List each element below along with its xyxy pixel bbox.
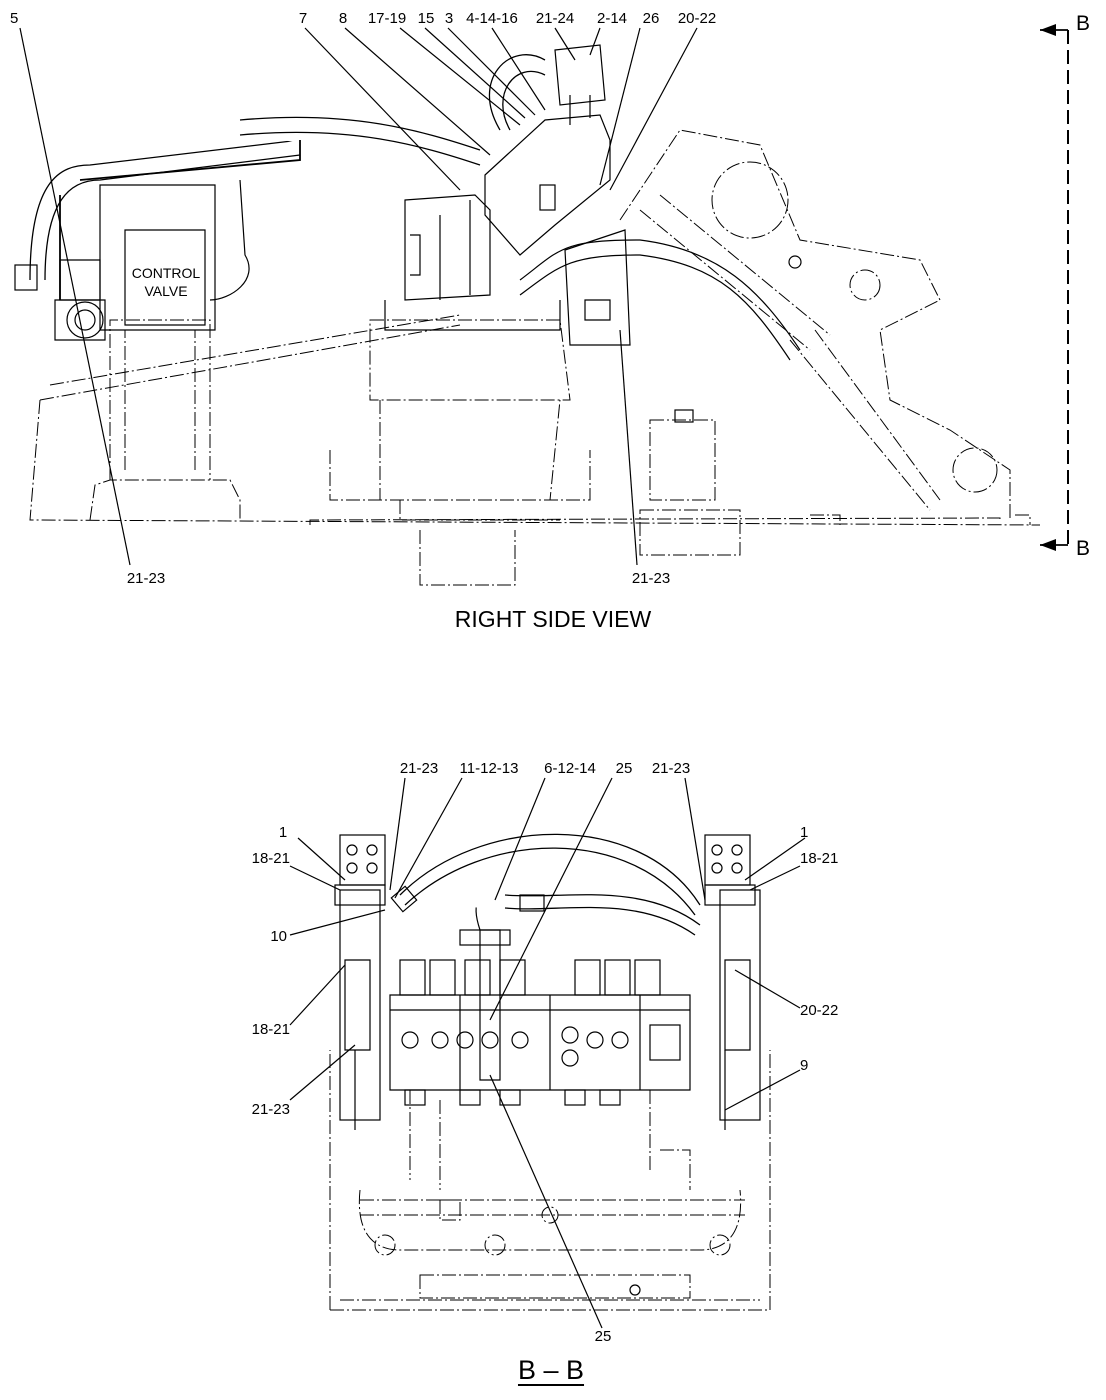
callout-bb-18-21-right: 18-21 — [800, 850, 839, 867]
callout-15: 15 — [417, 10, 435, 27]
callout-2-14: 2-14 — [596, 10, 628, 27]
callout-bb-21-23-b: 21-23 — [651, 760, 691, 777]
right-side-view-drawing — [14, 24, 1069, 586]
control-valve-label-line2: VALVE — [144, 283, 188, 299]
callout-bb-18-21-left-bottom: 18-21 — [251, 1021, 290, 1038]
callout-21-23-right: 21-23 — [631, 570, 671, 587]
callout-bb-6-12-14: 6-12-14 — [544, 760, 596, 777]
callout-3: 3 — [444, 10, 454, 27]
callout-21-24: 21-24 — [535, 10, 575, 27]
callout-bb-18-21-left-top: 18-21 — [251, 850, 290, 867]
callout-7: 7 — [298, 10, 308, 27]
control-valve-label: CONTROL VALVE — [124, 264, 208, 300]
callout-bb-9: 9 — [800, 1057, 809, 1074]
right-side-view-title: RIGHT SIDE VIEW — [454, 606, 652, 632]
callout-8: 8 — [338, 10, 348, 27]
callout-bb-25-top: 25 — [615, 760, 633, 777]
callout-bb-1-left: 1 — [278, 824, 288, 841]
callout-bb-25-bottom: 25 — [594, 1328, 612, 1345]
callout-bb-21-23-c: 21-23 — [251, 1101, 290, 1118]
callout-17-19: 17-19 — [367, 10, 407, 27]
control-valve-label-line1: CONTROL — [131, 265, 201, 281]
callout-4-14-16: 4-14-16 — [466, 10, 518, 27]
section-bb-title: B – B — [517, 1355, 585, 1385]
callout-bb-21-23-a: 21-23 — [399, 760, 439, 777]
callout-bb-1-right: 1 — [800, 824, 809, 841]
callout-bb-10: 10 — [270, 928, 287, 945]
section-marker-bottom: B — [1076, 537, 1091, 560]
callout-bb-11-12-13: 11-12-13 — [459, 760, 519, 777]
callout-26: 26 — [642, 10, 660, 27]
section-marker-top: B — [1076, 12, 1091, 35]
callout-bb-20-22: 20-22 — [800, 1002, 839, 1019]
callout-20-22: 20-22 — [677, 10, 717, 27]
callout-21-23-left: 21-23 — [126, 570, 166, 587]
section-bb-drawing — [289, 777, 806, 1329]
callout-5: 5 — [10, 10, 19, 27]
